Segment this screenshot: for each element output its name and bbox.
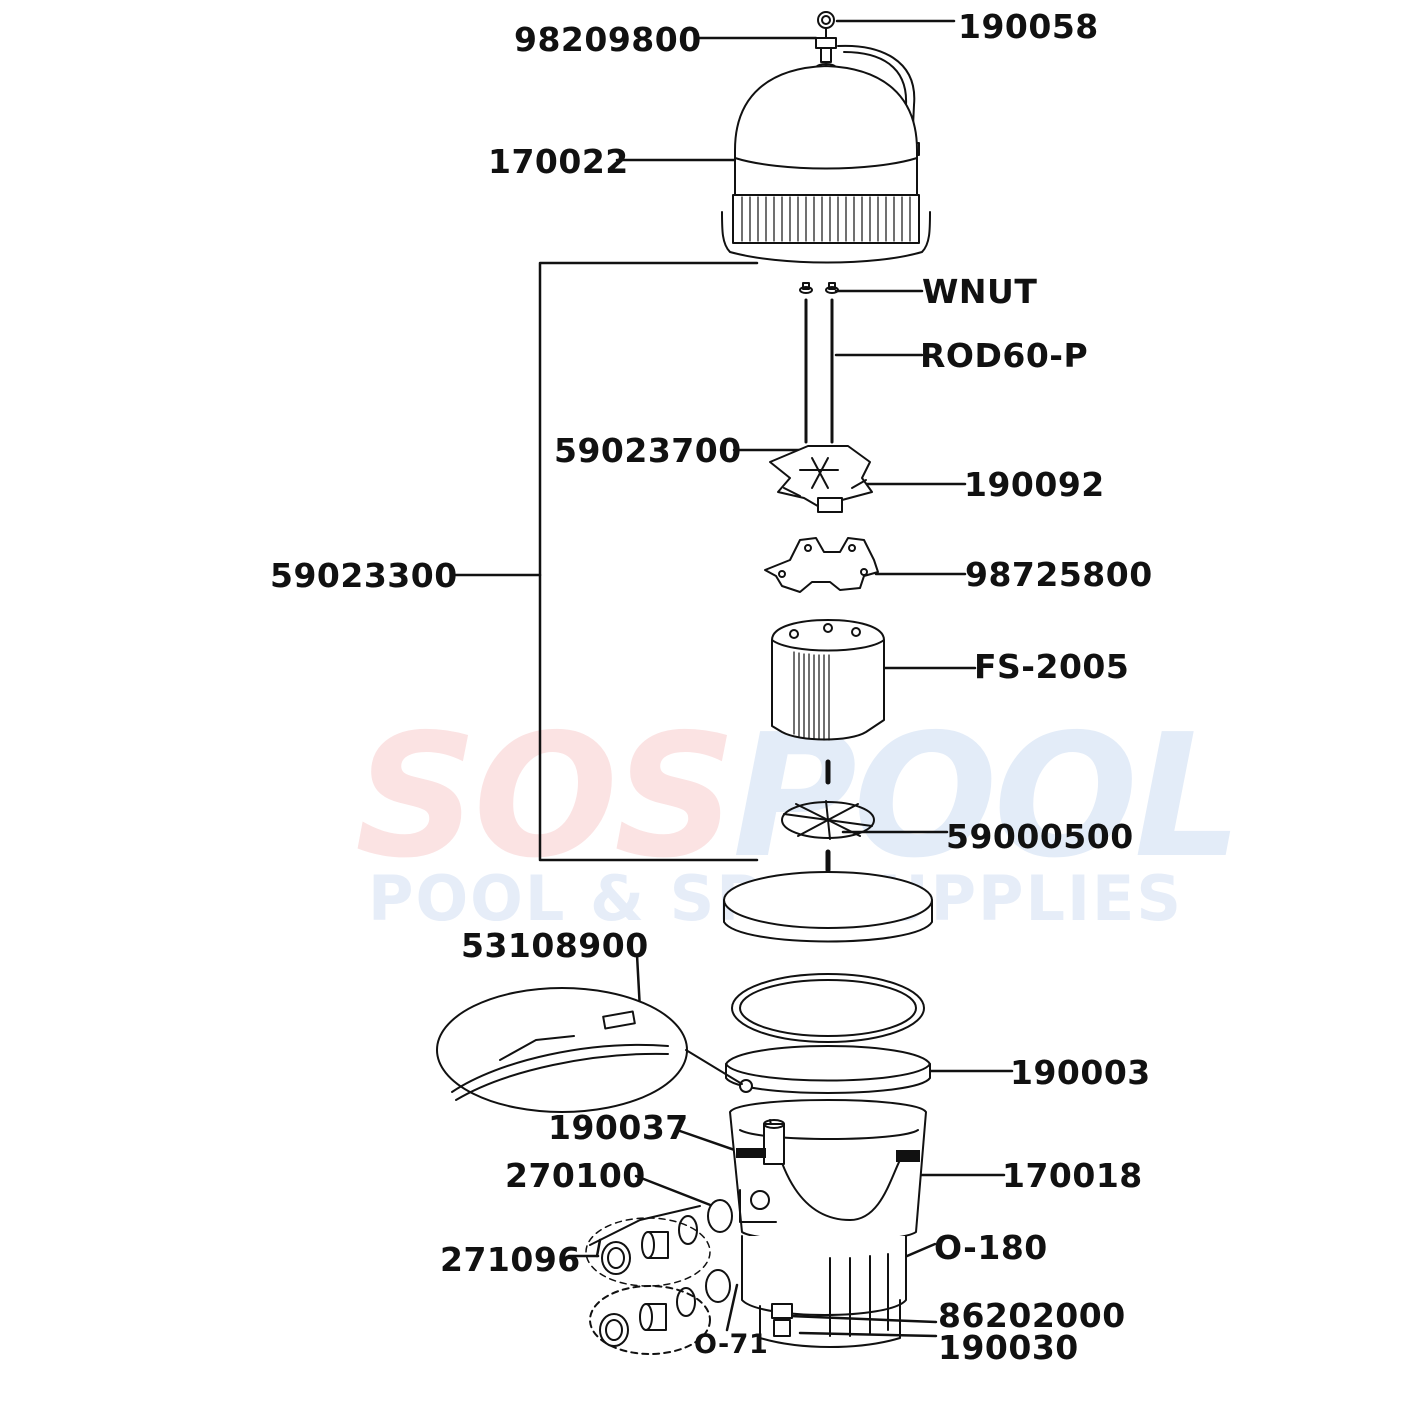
label-190058: 190058 bbox=[958, 7, 1099, 46]
label-o-180: O-180 bbox=[934, 1228, 1048, 1267]
tank-base bbox=[741, 1235, 907, 1348]
label-190003: 190003 bbox=[1010, 1053, 1151, 1092]
watermark-sos: SOS bbox=[355, 698, 736, 896]
label-98209800: 98209800 bbox=[514, 20, 702, 59]
clamp-detail-bubble bbox=[436, 987, 743, 1113]
tank-o-ring bbox=[723, 871, 933, 1043]
label-59023700: 59023700 bbox=[554, 431, 742, 470]
tie-rods bbox=[799, 282, 839, 444]
band-clamp bbox=[725, 1045, 931, 1094]
label-59023300: 59023300 bbox=[270, 556, 458, 595]
filter-lid bbox=[721, 65, 931, 264]
label-270100: 270100 bbox=[505, 1156, 646, 1195]
assembly-bracket bbox=[538, 261, 759, 862]
spider-spacer bbox=[781, 800, 875, 873]
manifold bbox=[769, 445, 873, 513]
label-wnut: WNUT bbox=[922, 272, 1038, 311]
upper-union bbox=[589, 1199, 733, 1275]
label-59000500: 59000500 bbox=[946, 817, 1134, 856]
label-86202000: 86202000 bbox=[938, 1296, 1126, 1335]
label-190030: 190030 bbox=[938, 1328, 1079, 1367]
label-98725800: 98725800 bbox=[965, 555, 1153, 594]
label-190037: 190037 bbox=[548, 1108, 689, 1147]
label-190092: 190092 bbox=[964, 465, 1105, 504]
label-170022: 170022 bbox=[488, 142, 629, 181]
grid-plate bbox=[764, 537, 879, 593]
label-fs-2005: FS-2005 bbox=[974, 647, 1130, 686]
label-o-71: O-71 bbox=[694, 1329, 769, 1360]
label-rod60-p: ROD60-P bbox=[920, 336, 1089, 375]
label-170018: 170018 bbox=[1002, 1156, 1143, 1195]
lower-union bbox=[585, 1217, 731, 1355]
label-53108900: 53108900 bbox=[461, 926, 649, 965]
cartridge-element bbox=[771, 619, 885, 785]
label-271096: 271096 bbox=[440, 1240, 581, 1279]
